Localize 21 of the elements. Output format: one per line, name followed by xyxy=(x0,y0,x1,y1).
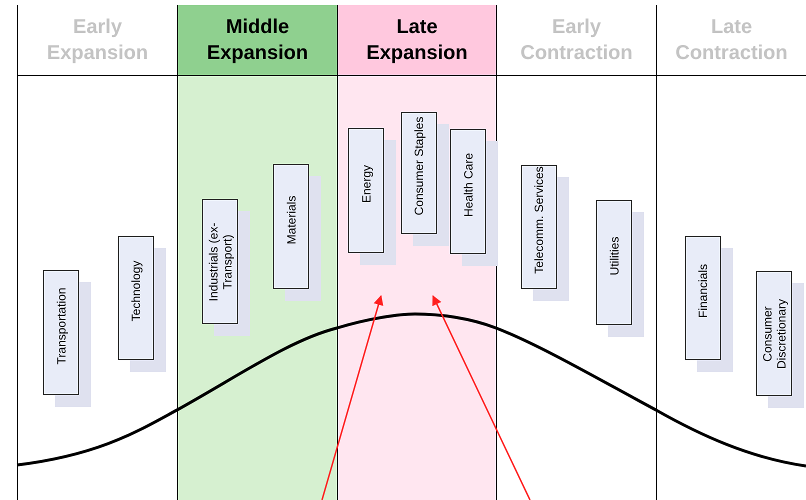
phase-column xyxy=(337,5,496,500)
sector-label: Industrials (ex-Transport) xyxy=(206,221,234,303)
sector-label: Consumer Staples xyxy=(412,116,426,218)
phase-column xyxy=(17,5,177,500)
sector-label: Financials xyxy=(696,262,710,320)
sector-label: Energy xyxy=(359,163,373,205)
phase-heading: Late Expansion xyxy=(365,15,469,66)
sector-label: Technology xyxy=(129,260,143,324)
sector-label: Health Care xyxy=(461,151,475,219)
phase-heading: Late Contraction xyxy=(674,15,789,66)
phase-column xyxy=(177,5,337,500)
phase-heading: Middle Expansion xyxy=(206,15,310,66)
sector-label: Materials xyxy=(284,194,298,246)
phase-heading: Early Contraction xyxy=(519,15,634,66)
sector-label: Consumer Discretionary xyxy=(760,297,788,371)
sector-label: Telecomm. Services xyxy=(532,165,546,276)
phase-heading: Early Expansion xyxy=(46,15,150,66)
sector-label: Utilities xyxy=(607,235,621,277)
phase-column xyxy=(656,5,806,500)
phase-column xyxy=(496,5,656,500)
sector-label: Transportation xyxy=(54,286,68,366)
